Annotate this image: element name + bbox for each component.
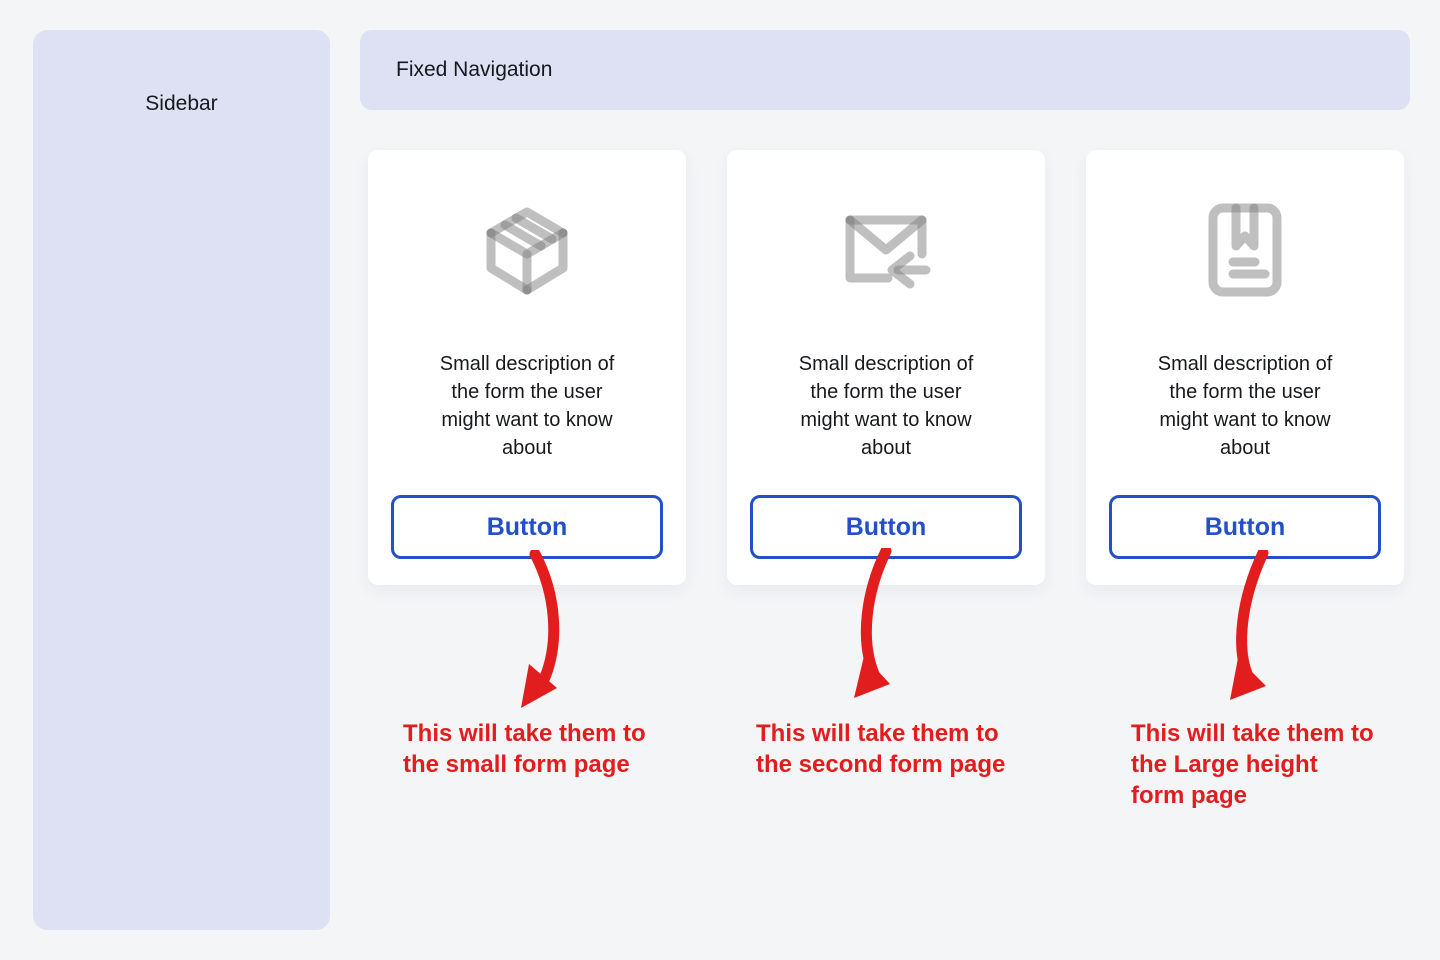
card-description: Small description of the form the user m… [1157,353,1333,459]
sidebar: Sidebar [33,30,330,930]
cards-row: Small description of the form the user m… [368,150,1410,585]
curved-arrow-icon [521,550,560,708]
annotation-text-small-form: This will take them to the small form pa… [403,720,646,778]
book-bookmark-icon [1208,203,1282,297]
nav-title: Fixed Navigation [396,58,553,81]
curved-arrow-icon [854,548,892,698]
form-card-small: Small description of the form the user m… [368,150,686,585]
form-card-second: Small description of the form the user m… [727,150,1045,585]
curved-arrow-icon [1230,550,1269,700]
main-content: Fixed Navigation Small description of th… [360,30,1410,930]
card-button-large-form[interactable]: Button [1109,495,1381,559]
sidebar-title: Sidebar [145,92,218,115]
annotation-text-second-form: This will take them to the second form p… [756,720,1006,778]
card-button-small-form[interactable]: Button [391,495,663,559]
card-description: Small description of the form the user m… [798,353,974,459]
annotation-text-large-form: This will take them to the Large height … [1131,720,1374,809]
card-description: Small description of the form the user m… [439,353,615,459]
form-card-large: Small description of the form the user m… [1086,150,1404,585]
mail-receive-icon [845,215,931,289]
package-icon [486,207,568,295]
fixed-navigation-bar: Fixed Navigation [360,30,1410,110]
